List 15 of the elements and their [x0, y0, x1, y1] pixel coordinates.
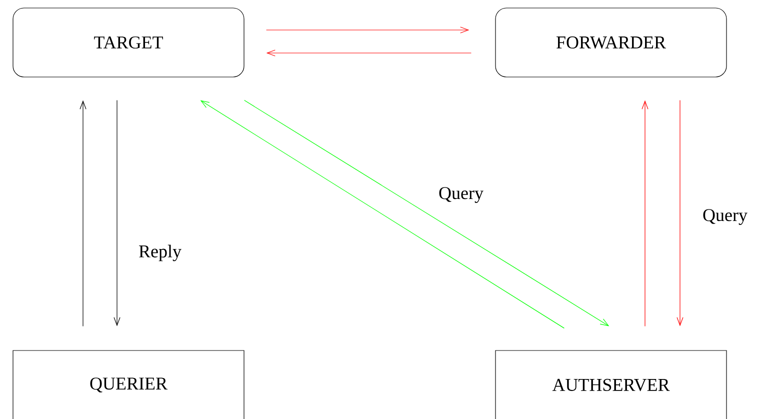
process-box: QUERIER [12, 350, 244, 419]
arrow [200, 100, 564, 328]
arrow [642, 100, 648, 326]
edge-label: Query [438, 186, 484, 204]
arrow [676, 100, 684, 326]
edge-label: Reply [138, 244, 182, 262]
rounded-box: FORWARDER [495, 8, 727, 78]
arrow [80, 100, 86, 326]
edge-label: Query [702, 208, 748, 226]
arrow [114, 100, 120, 326]
rounded-box: TARGET [12, 8, 244, 78]
process-box: AUTHSERVER [495, 350, 727, 419]
arrow [266, 50, 472, 56]
arrow [244, 100, 610, 326]
arrow [266, 26, 470, 34]
